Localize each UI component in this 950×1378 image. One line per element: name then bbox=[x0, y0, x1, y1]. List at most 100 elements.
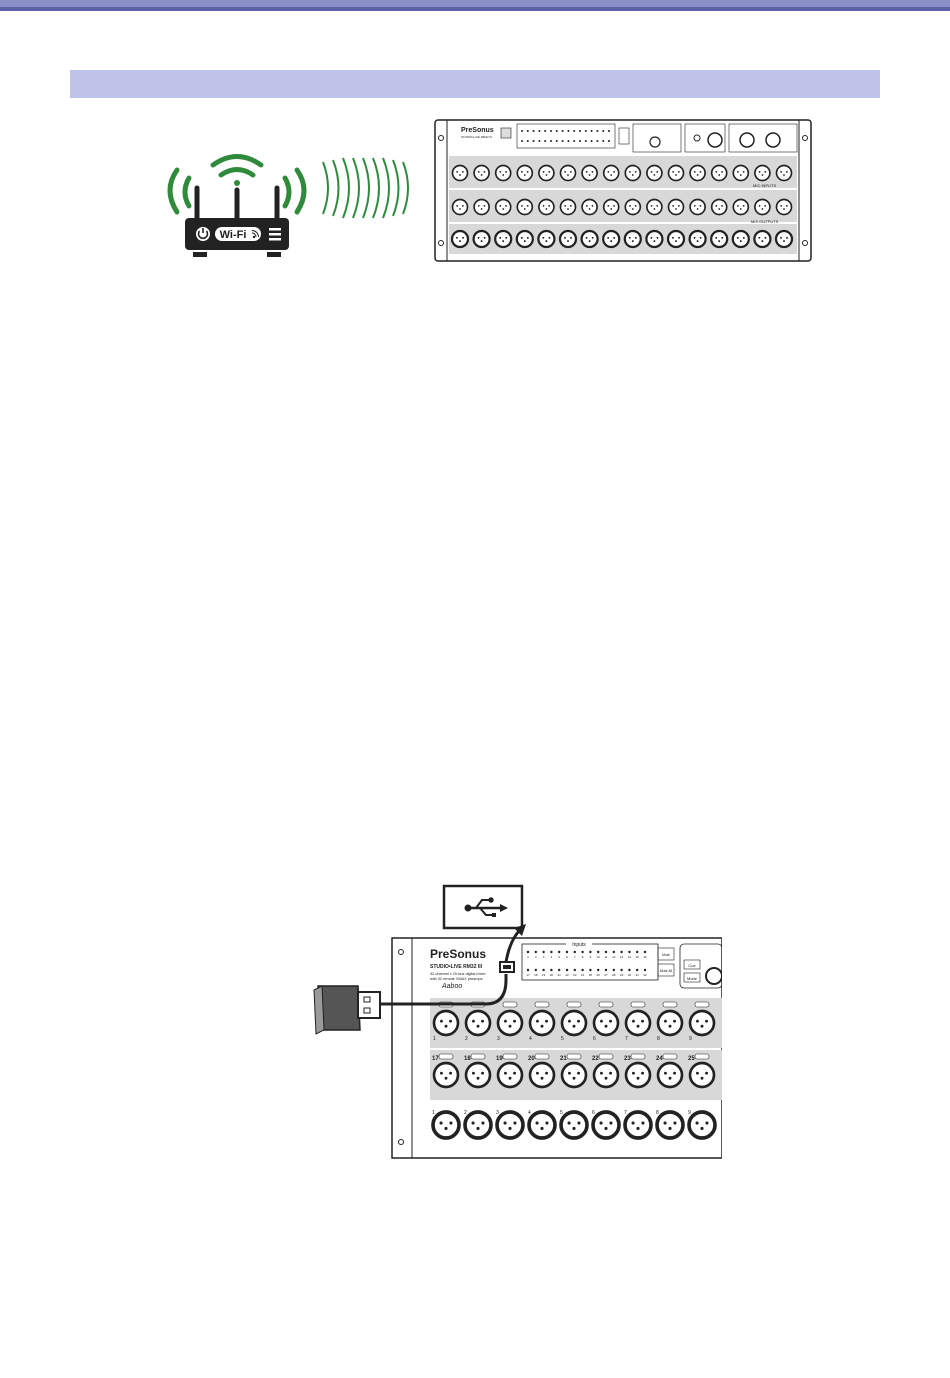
main-l-xlr[interactable] bbox=[739, 132, 755, 148]
mix-output-13[interactable] bbox=[710, 229, 729, 249]
mic-input-20[interactable] bbox=[516, 198, 534, 216]
mix-output-14[interactable] bbox=[731, 229, 750, 249]
input-number: 5 bbox=[561, 1036, 564, 1042]
talkback-xlr[interactable] bbox=[707, 132, 723, 148]
mic-input-6[interactable] bbox=[559, 164, 577, 182]
mic-input-19[interactable] bbox=[494, 198, 512, 216]
mic-input-17[interactable] bbox=[451, 198, 469, 216]
mix-output-11[interactable] bbox=[666, 229, 686, 249]
mix-output-10[interactable] bbox=[645, 229, 664, 249]
mix-output-16[interactable] bbox=[774, 229, 794, 249]
mix-output-zoom-3[interactable] bbox=[495, 1110, 525, 1140]
mic-input-zoom-24[interactable] bbox=[656, 1061, 684, 1089]
mic-input-29[interactable] bbox=[710, 198, 728, 216]
mix-output-3[interactable] bbox=[494, 229, 513, 249]
mic-input-10[interactable] bbox=[646, 164, 663, 182]
led-number: 13 bbox=[620, 955, 624, 959]
mute-button[interactable] bbox=[657, 947, 675, 961]
input-led bbox=[532, 130, 535, 132]
mic-input-zoom-18[interactable] bbox=[464, 1061, 492, 1089]
mic-input-zoom-23[interactable] bbox=[624, 1061, 652, 1089]
phones-jack[interactable] bbox=[649, 136, 661, 148]
mix-output-7[interactable] bbox=[580, 229, 599, 249]
mic-input-23[interactable] bbox=[581, 198, 598, 216]
mic-input-zoom-21[interactable] bbox=[560, 1061, 588, 1089]
mic-input-8[interactable] bbox=[602, 164, 620, 182]
mic-input-7[interactable] bbox=[581, 164, 598, 182]
mic-input-zoom-20[interactable] bbox=[528, 1061, 556, 1089]
mix-output-2[interactable] bbox=[472, 229, 491, 249]
mic-input-25[interactable] bbox=[624, 198, 642, 216]
mix-output-zoom-8[interactable] bbox=[655, 1110, 685, 1140]
mix-output-1[interactable] bbox=[450, 229, 470, 249]
mix-output-zoom-9[interactable] bbox=[687, 1110, 717, 1140]
mic-input-zoom-19[interactable] bbox=[496, 1061, 524, 1089]
mix-output-12[interactable] bbox=[688, 229, 707, 249]
mic-input-5[interactable] bbox=[538, 164, 555, 182]
mic-input-zoom-25[interactable] bbox=[688, 1061, 716, 1089]
mix-output-15[interactable] bbox=[753, 229, 772, 249]
input-led bbox=[526, 130, 529, 132]
input-led bbox=[573, 968, 576, 972]
main-r-xlr[interactable] bbox=[765, 132, 781, 148]
mic-input-3[interactable] bbox=[494, 164, 512, 182]
mix-output-zoom-4[interactable] bbox=[527, 1110, 557, 1140]
input-led bbox=[612, 968, 615, 972]
mic-input-zoom-9[interactable] bbox=[688, 1009, 716, 1037]
mic-input-zoom-3[interactable] bbox=[496, 1009, 524, 1037]
mic-input-zoom-7[interactable] bbox=[624, 1009, 652, 1037]
input-number: 23 bbox=[624, 1056, 631, 1062]
mix-output-6[interactable] bbox=[558, 229, 578, 249]
input-led bbox=[573, 950, 576, 954]
mic-input-zoom-17[interactable] bbox=[432, 1061, 460, 1089]
mic-input-16[interactable] bbox=[775, 164, 793, 182]
mix-output-8[interactable] bbox=[602, 229, 621, 249]
input-led bbox=[561, 140, 564, 142]
mic-input-zoom-1[interactable] bbox=[432, 1009, 460, 1037]
mic-input-zoom-5[interactable] bbox=[560, 1009, 588, 1037]
input-led bbox=[596, 130, 599, 132]
mic-input-zoom-6[interactable] bbox=[592, 1009, 620, 1037]
mic-input-12[interactable] bbox=[689, 164, 706, 182]
mic-input-4[interactable] bbox=[516, 164, 534, 182]
mute-all-button[interactable] bbox=[657, 963, 675, 977]
mic-input-zoom-22[interactable] bbox=[592, 1061, 620, 1089]
mic-input-31[interactable] bbox=[754, 198, 771, 216]
mic-input-9[interactable] bbox=[624, 164, 642, 182]
rss-icon bbox=[251, 230, 259, 239]
mic-input-18[interactable] bbox=[473, 198, 490, 216]
adapter-cable bbox=[380, 974, 508, 1006]
mic-input-15[interactable] bbox=[754, 164, 771, 182]
mic-input-26[interactable] bbox=[646, 198, 663, 216]
mic-input-1[interactable] bbox=[451, 164, 469, 182]
mix-output-zoom-1[interactable] bbox=[431, 1110, 461, 1140]
cue-button[interactable] bbox=[683, 959, 701, 970]
mic-input-11[interactable] bbox=[667, 164, 685, 182]
mic-input-30[interactable] bbox=[732, 198, 750, 216]
led-number: 24 bbox=[581, 973, 585, 977]
led-number: 28 bbox=[612, 973, 616, 977]
mix-output-zoom-5[interactable] bbox=[559, 1110, 589, 1140]
mix-output-5[interactable] bbox=[537, 229, 556, 249]
mic-input-27[interactable] bbox=[667, 198, 685, 216]
mic-input-zoom-2[interactable] bbox=[464, 1009, 492, 1037]
mic-input-13[interactable] bbox=[710, 164, 728, 182]
mic-input-14[interactable] bbox=[732, 164, 750, 182]
mic-input-zoom-4[interactable] bbox=[528, 1009, 556, 1037]
input-led bbox=[636, 968, 639, 972]
mic-input-22[interactable] bbox=[559, 198, 577, 216]
mic-input-32[interactable] bbox=[775, 198, 793, 216]
input-led bbox=[550, 130, 552, 132]
mic-input-zoom-8[interactable] bbox=[656, 1009, 684, 1037]
mix-output-zoom-2[interactable] bbox=[463, 1110, 493, 1140]
usb-port[interactable] bbox=[500, 127, 512, 139]
mic-input-28[interactable] bbox=[689, 198, 706, 216]
mix-output-4[interactable] bbox=[515, 229, 534, 249]
mic-input-24[interactable] bbox=[602, 198, 620, 216]
mic-input-21[interactable] bbox=[538, 198, 555, 216]
mix-output-zoom-7[interactable] bbox=[623, 1110, 653, 1140]
mode-button[interactable] bbox=[683, 972, 701, 983]
mix-output-9[interactable] bbox=[623, 229, 642, 249]
mic-input-2[interactable] bbox=[473, 164, 490, 182]
mix-output-zoom-6[interactable] bbox=[591, 1110, 621, 1140]
